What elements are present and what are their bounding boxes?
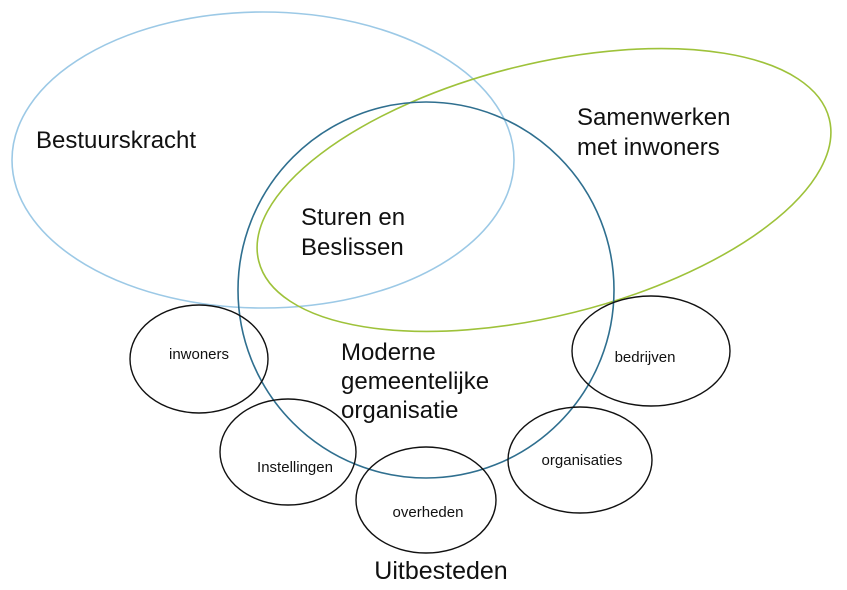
partner-label-instellingen: Instellingen xyxy=(257,459,333,476)
partner-label-inwoners: inwoners xyxy=(169,346,229,363)
partner-label-overheden: overheden xyxy=(393,504,464,521)
organisatie-circle xyxy=(237,101,615,479)
inwoners-circle xyxy=(129,304,269,414)
organisatie-label-line2: gemeentelijke xyxy=(341,368,489,395)
instellingen-circle xyxy=(219,398,357,506)
organisatie-label-line3: organisatie xyxy=(341,397,458,424)
overheden-circle xyxy=(355,446,497,554)
partner-circles xyxy=(129,295,731,554)
sturen-label-line1: Sturen en xyxy=(301,204,405,231)
samenwerken-label-line2: met inwoners xyxy=(577,134,720,161)
sturen-label-line2: Beslissen xyxy=(301,234,404,261)
organisatie-label-line1: Moderne xyxy=(341,339,436,366)
partner-label-bedrijven: bedrijven xyxy=(615,349,676,366)
bestuurskracht-label: Bestuurskracht xyxy=(36,127,196,154)
bedrijven-circle xyxy=(571,295,731,407)
uitbesteden-label: Uitbesteden xyxy=(374,557,507,585)
bestuurskracht-ellipse xyxy=(11,11,515,309)
samenwerken-ellipse xyxy=(256,47,832,333)
samenwerken-label-line1: Samenwerken xyxy=(577,104,730,131)
partner-label-organisaties: organisaties xyxy=(542,452,623,469)
organisaties-circle xyxy=(507,406,653,514)
